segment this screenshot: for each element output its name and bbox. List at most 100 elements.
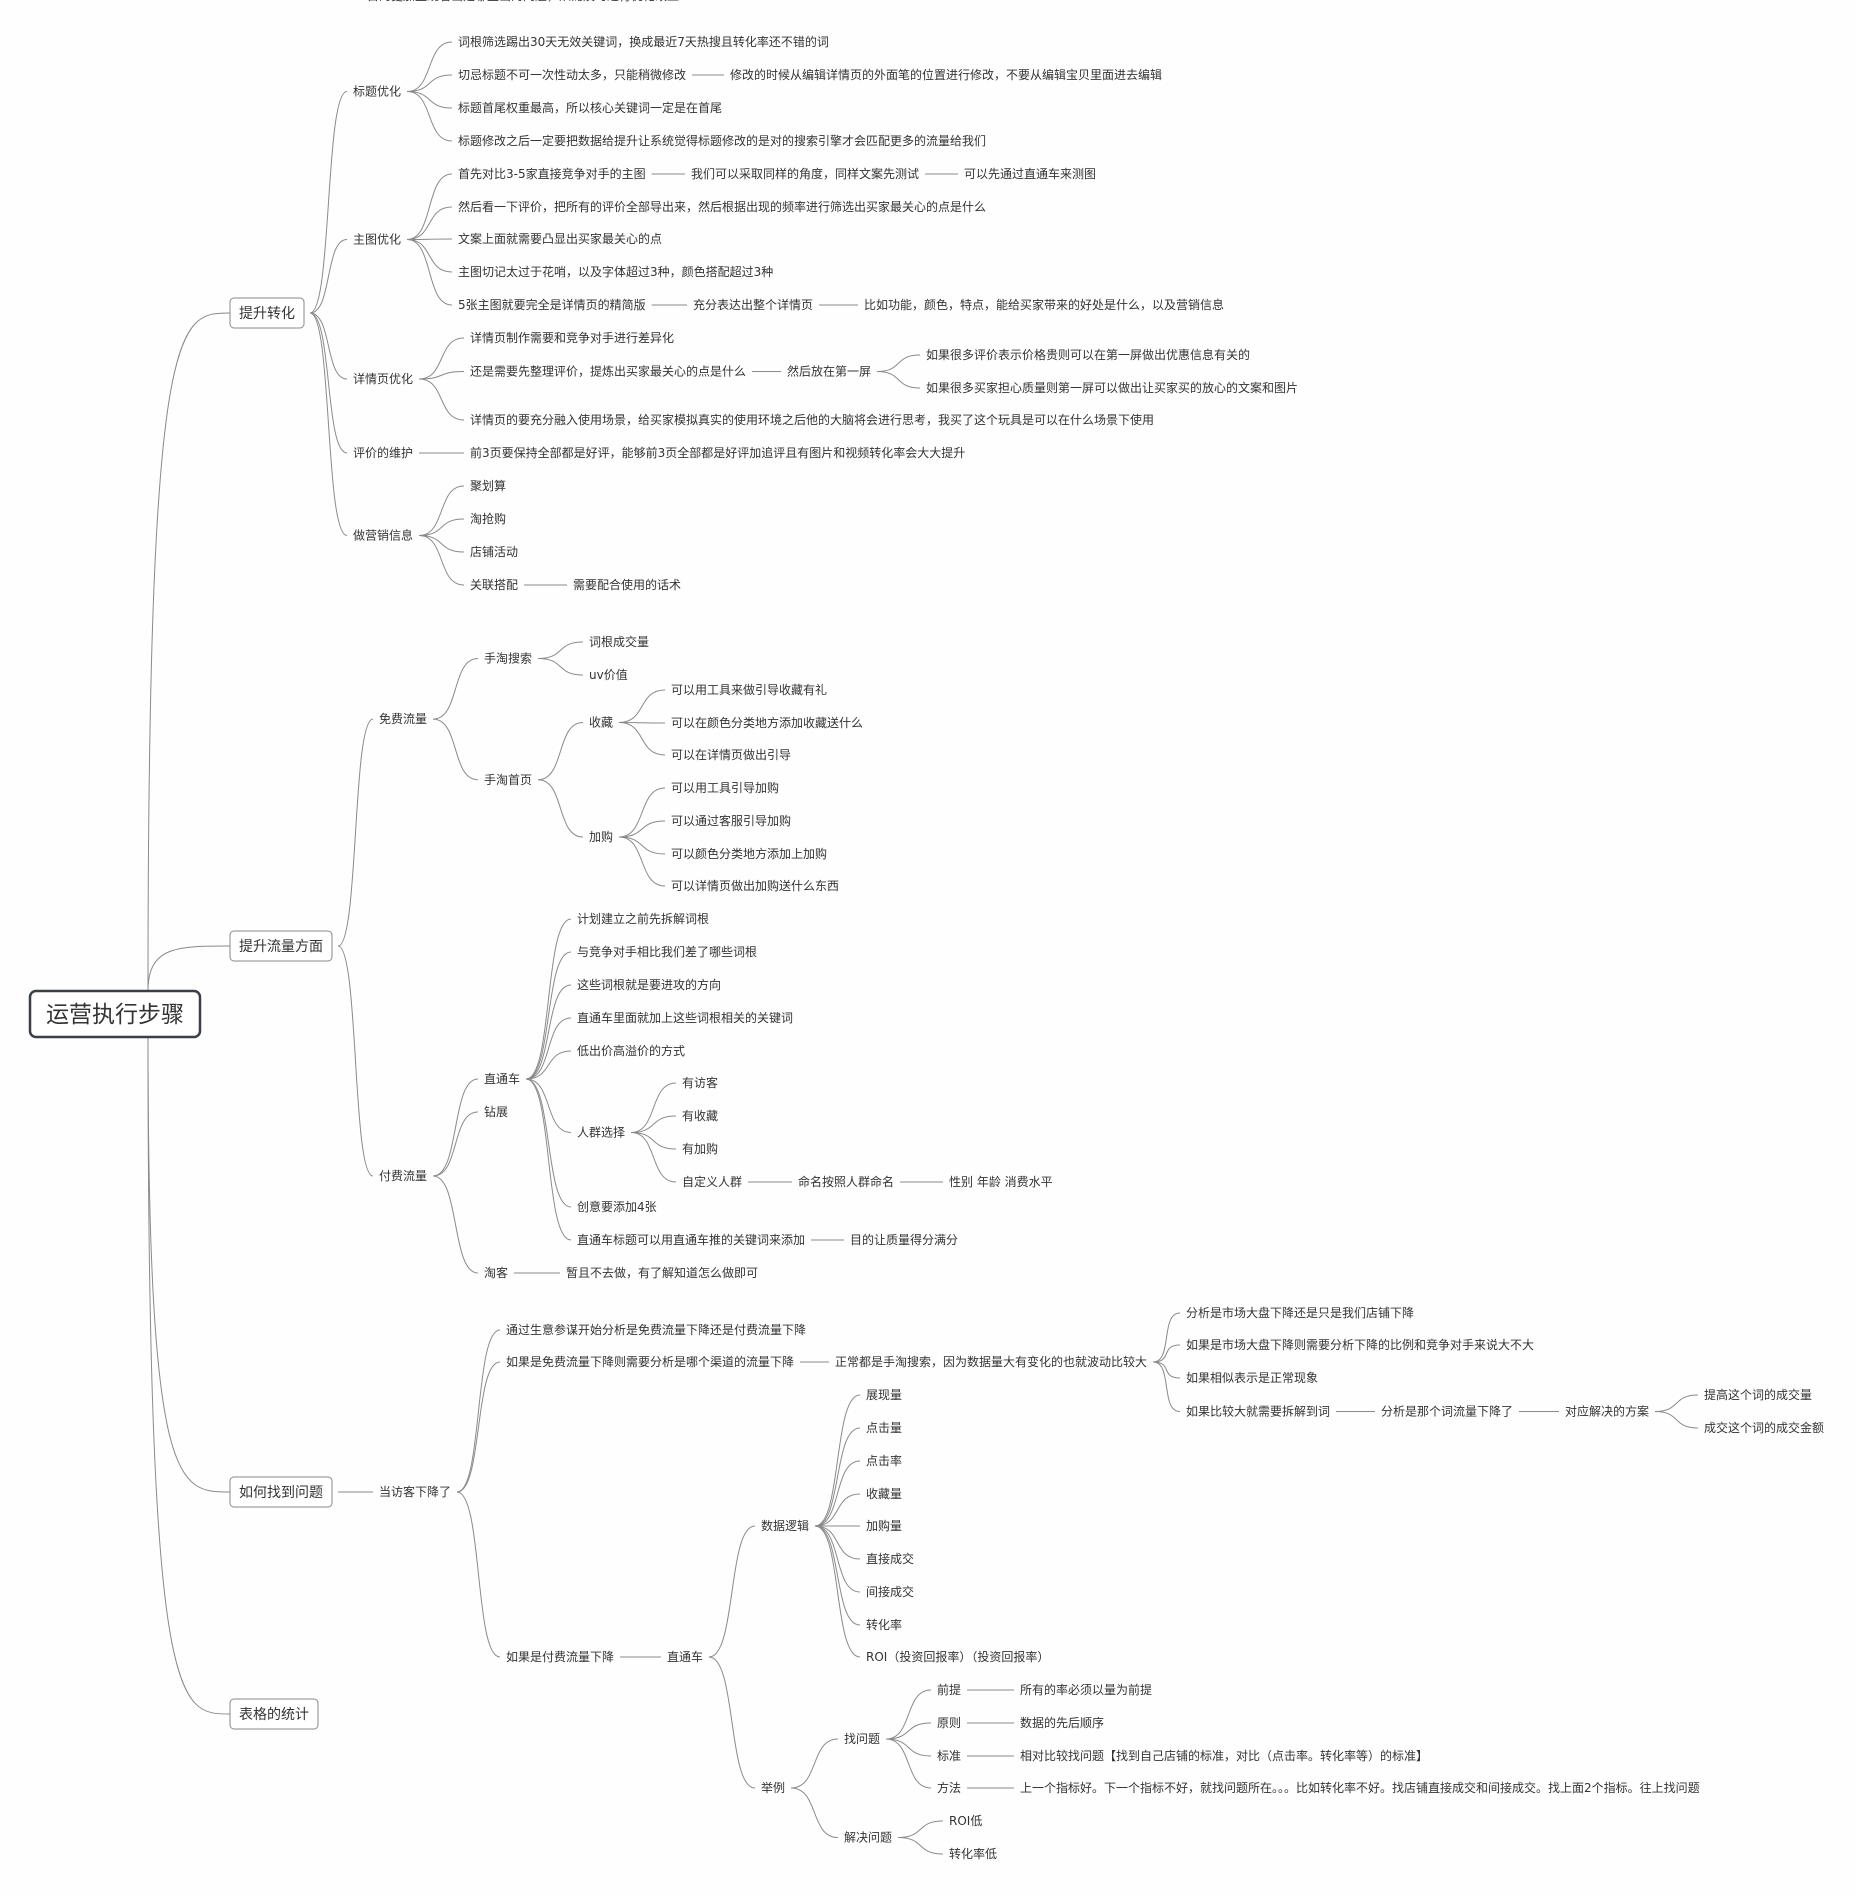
topic-0-4[interactable]: 做营销信息 — [353, 528, 413, 543]
topic-1-0-0-0[interactable]: 词根成交量 — [589, 634, 649, 649]
topic-1-1[interactable]: 付费流量 — [379, 1169, 427, 1183]
topic-1-1-1[interactable]: 钻展 — [484, 1104, 508, 1119]
topic-0-2-1-0[interactable]: 然后放在第一屏 — [787, 364, 871, 379]
topic-2-0-1[interactable]: 如果是免费流量下降则需要分析是哪个渠道的流量下降 — [506, 1354, 794, 1369]
topic-1-1-0-7[interactable]: 直通车标题可以用直通车推的关键词来添加 — [577, 1232, 805, 1247]
topic-2-0-2-0-1[interactable]: 举例 — [761, 1781, 785, 1795]
topic-1-1-0-5-0[interactable]: 有访客 — [682, 1075, 718, 1090]
topic-1-0-1-0-1[interactable]: 可以在颜色分类地方添加收藏送什么 — [671, 715, 863, 730]
topic-2-0-2[interactable]: 如果是付费流量下降 — [506, 1649, 614, 1664]
topic-0-4-2[interactable]: 店铺活动 — [470, 545, 518, 559]
topic-0-1[interactable]: 主图优化 — [353, 233, 401, 247]
topic-0-2-1[interactable]: 还是需要先整理评价，提炼出买家最关心的点是什么 — [470, 364, 746, 379]
topic-2-0-2-0[interactable]: 直通车 — [667, 1649, 703, 1664]
main-topic-2[interactable]: 如何找到问题 — [229, 1476, 333, 1508]
topic-0-4-3[interactable]: 关联搭配 — [470, 578, 518, 592]
main-topic-1[interactable]: 提升流量方面 — [229, 930, 333, 962]
topic-1-1-0-5-3-0[interactable]: 命名按照人群命名 — [798, 1174, 894, 1189]
topic-2-0-2-0-1-0-1-0[interactable]: 数据的先后顺序 — [1020, 1715, 1104, 1730]
topic-0-2-1-0-0[interactable]: 如果很多评价表示价格贵则可以在第一屏做出优惠信息有关的 — [926, 347, 1250, 362]
topic-0-0-2[interactable]: 标题首尾权重最高，所以核心关键词一定是在首尾 — [458, 100, 722, 115]
topic-1-1-0-5-3-0-0[interactable]: 性别 年龄 消费水平 — [949, 1175, 1053, 1189]
topic-0-2-1-0-1[interactable]: 如果很多买家担心质量则第一屏可以做出让买家买的放心的文案和图片 — [926, 380, 1298, 395]
topic-0-2[interactable]: 详情页优化 — [353, 371, 413, 386]
topic-2-0-1-0-3-0[interactable]: 分析是那个词流量下降了 — [1381, 1405, 1513, 1419]
topic-2-0-2-0-0-3[interactable]: 收藏量 — [866, 1487, 902, 1501]
topic-0-2-0[interactable]: 详情页制作需要和竞争对手进行差异化 — [470, 330, 674, 345]
topic-1-1-0-0[interactable]: 计划建立之前先拆解词根 — [577, 911, 709, 926]
topic-0-1-4-0-0[interactable]: 比如功能，颜色，特点，能给买家带来的好处是什么，以及营销信息 — [864, 297, 1224, 312]
topic-1-1-2[interactable]: 淘客 — [484, 1265, 508, 1280]
topic-1-1-0-2[interactable]: 这些词根就是要进攻的方向 — [577, 977, 721, 992]
topic-1-0-1-0-0[interactable]: 可以用工具来做引导收藏有礼 — [671, 682, 827, 697]
topic-1-0-0-1[interactable]: uv价值 — [589, 667, 628, 682]
topic-0-1-0[interactable]: 首先对比3-5家直接竞争对手的主图 — [458, 166, 646, 181]
topic-0-1-1[interactable]: 然后看一下评价，把所有的评价全部导出来，然后根据出现的频率进行筛选出买家最关心的… — [458, 199, 986, 214]
main-topic-0[interactable]: 提升转化 — [229, 297, 305, 329]
topic-2-0-2-0-1-0-0[interactable]: 前提 — [937, 1682, 961, 1697]
topic-2-0-2-0-1-0-3-0[interactable]: 上一个指标好。下一个指标不好，就找问题所在。。。比如转化率不好。找店铺直接成交和… — [1020, 1780, 1700, 1795]
topic-0-1-0-0[interactable]: 我们可以采取同样的角度，同样文案先测试 — [691, 166, 919, 181]
topic-1-1-0-5-2[interactable]: 有加购 — [682, 1141, 718, 1156]
topic-1-0[interactable]: 免费流量 — [379, 711, 427, 726]
topic-1-1-0-1[interactable]: 与竞争对手相比我们差了哪些词根 — [577, 944, 757, 959]
topic-0-1-2[interactable]: 文案上面就需要凸显出买家最关心的点 — [458, 231, 662, 246]
topic-1-0-1-0-2[interactable]: 可以在详情页做出引导 — [671, 747, 791, 762]
topic-0-4-1[interactable]: 淘抢购 — [470, 511, 506, 526]
topic-1-0-1[interactable]: 手淘首页 — [484, 773, 532, 787]
topic-0-4-0[interactable]: 聚划算 — [470, 478, 506, 493]
topic-2-0-1-0-3-0-0-0[interactable]: 提高这个词的成交量 — [1704, 1387, 1812, 1402]
topic-3-0[interactable]: 目的更加直观看出是哪里出的问题，从而及时进行优化改正 — [367, 0, 679, 3]
topic-2-0-2-0-1-0[interactable]: 找问题 — [844, 1732, 880, 1746]
topic-1-1-0-3[interactable]: 直通车里面就加上这些词根相关的关键词 — [577, 1010, 793, 1025]
topic-2-0-1-0-3-0-0-1[interactable]: 成交这个词的成交金额 — [1704, 1420, 1824, 1435]
topic-2-0[interactable]: 当访客下降了 — [379, 1484, 451, 1499]
topic-0-0[interactable]: 标题优化 — [353, 85, 401, 99]
topic-0-3[interactable]: 评价的维护 — [353, 445, 413, 460]
topic-2-0-2-0-0-1[interactable]: 点击量 — [866, 1421, 902, 1435]
topic-2-0-2-0-1-0-1[interactable]: 原则 — [937, 1716, 961, 1730]
topic-1-0-1-1-1[interactable]: 可以通过客服引导加购 — [671, 813, 791, 828]
topic-0-0-3[interactable]: 标题修改之后一定要把数据给提升让系统觉得标题修改的是对的搜索引擎才会匹配更多的流… — [458, 133, 986, 148]
main-topic-3[interactable]: 表格的统计 — [229, 1698, 319, 1730]
topic-1-1-0-5-3[interactable]: 自定义人群 — [682, 1174, 742, 1189]
topic-2-0-2-0-1-1-0[interactable]: ROI低 — [949, 1814, 982, 1828]
topic-1-1-0-6[interactable]: 创意要添加4张 — [577, 1199, 657, 1214]
topic-2-0-2-0-0-6[interactable]: 间接成交 — [866, 1584, 914, 1599]
topic-1-1-2-0[interactable]: 暂且不去做，有了解知道怎么做即可 — [566, 1265, 758, 1280]
topic-1-1-0-4[interactable]: 低出价高溢价的方式 — [577, 1043, 685, 1058]
topic-2-0-1-0-2[interactable]: 如果相似表示是正常现象 — [1186, 1370, 1318, 1385]
topic-1-1-0-5-1[interactable]: 有收藏 — [682, 1109, 718, 1123]
topic-2-0-2-0-0-4[interactable]: 加购量 — [866, 1518, 902, 1533]
topic-2-0-1-0-3[interactable]: 如果比较大就需要拆解到词 — [1186, 1404, 1330, 1419]
topic-1-1-0-7-0[interactable]: 目的让质量得分满分 — [850, 1232, 958, 1247]
topic-2-0-2-0-0[interactable]: 数据逻辑 — [761, 1518, 809, 1533]
topic-2-0-2-0-0-8[interactable]: ROI（投资回报率）（投资回报率） — [866, 1649, 1049, 1664]
topic-2-0-2-0-1-0-3[interactable]: 方法 — [937, 1780, 961, 1795]
topic-1-0-1-1-3[interactable]: 可以详情页做出加购送什么东西 — [671, 878, 839, 893]
topic-0-1-0-0-0[interactable]: 可以先通过直通车来测图 — [964, 166, 1096, 181]
topic-0-2-2[interactable]: 详情页的要充分融入使用场景，给买家模拟真实的使用环境之后他的大脑将会进行思考，我… — [470, 412, 1154, 427]
topic-1-0-1-1-0[interactable]: 可以用工具引导加购 — [671, 780, 779, 795]
topic-2-0-2-0-1-0-0-0[interactable]: 所有的率必须以量为前提 — [1020, 1682, 1152, 1697]
topic-2-0-2-0-0-0[interactable]: 展现量 — [866, 1388, 902, 1402]
topic-2-0-0[interactable]: 通过生意参谋开始分析是免费流量下降还是付费流量下降 — [506, 1322, 806, 1337]
topic-0-1-4[interactable]: 5张主图就要完全是详情页的精简版 — [458, 297, 646, 312]
topic-2-0-1-0-0[interactable]: 分析是市场大盘下降还是只是我们店铺下降 — [1186, 1305, 1414, 1320]
topic-0-0-1-0[interactable]: 修改的时候从编辑详情页的外面笔的位置进行修改，不要从编辑宝贝里面进去编辑 — [730, 67, 1162, 82]
topic-0-3-0[interactable]: 前3页要保持全部都是好评，能够前3页全部都是好评加追评且有图片和视频转化率会大大… — [470, 445, 965, 460]
topic-1-0-1-0[interactable]: 收藏 — [589, 716, 613, 730]
topic-2-0-2-0-0-7[interactable]: 转化率 — [866, 1617, 902, 1632]
topic-2-0-1-0-3-0-0[interactable]: 对应解决的方案 — [1565, 1404, 1649, 1419]
topic-2-0-1-0[interactable]: 正常都是手淘搜索，因为数据量大有变化的也就波动比较大 — [835, 1354, 1147, 1369]
topic-1-1-0[interactable]: 直通车 — [484, 1071, 520, 1086]
topic-1-0-1-1-2[interactable]: 可以颜色分类地方添加上加购 — [671, 846, 827, 861]
topic-1-0-1-1[interactable]: 加购 — [589, 829, 613, 844]
topic-2-0-2-0-0-5[interactable]: 直接成交 — [866, 1551, 914, 1566]
root-topic[interactable]: 运营执行步骤 — [28, 989, 202, 1039]
topic-2-0-2-0-1-0-2[interactable]: 标准 — [937, 1749, 961, 1763]
topic-1-1-0-5[interactable]: 人群选择 — [577, 1126, 625, 1140]
topic-0-0-0[interactable]: 词根筛选踢出30天无效关键词，换成最近7天热搜且转化率还不错的词 — [458, 34, 829, 49]
topic-2-0-2-0-1-1-1[interactable]: 转化率低 — [949, 1846, 997, 1861]
topic-2-0-2-0-1-1[interactable]: 解决问题 — [844, 1831, 892, 1845]
